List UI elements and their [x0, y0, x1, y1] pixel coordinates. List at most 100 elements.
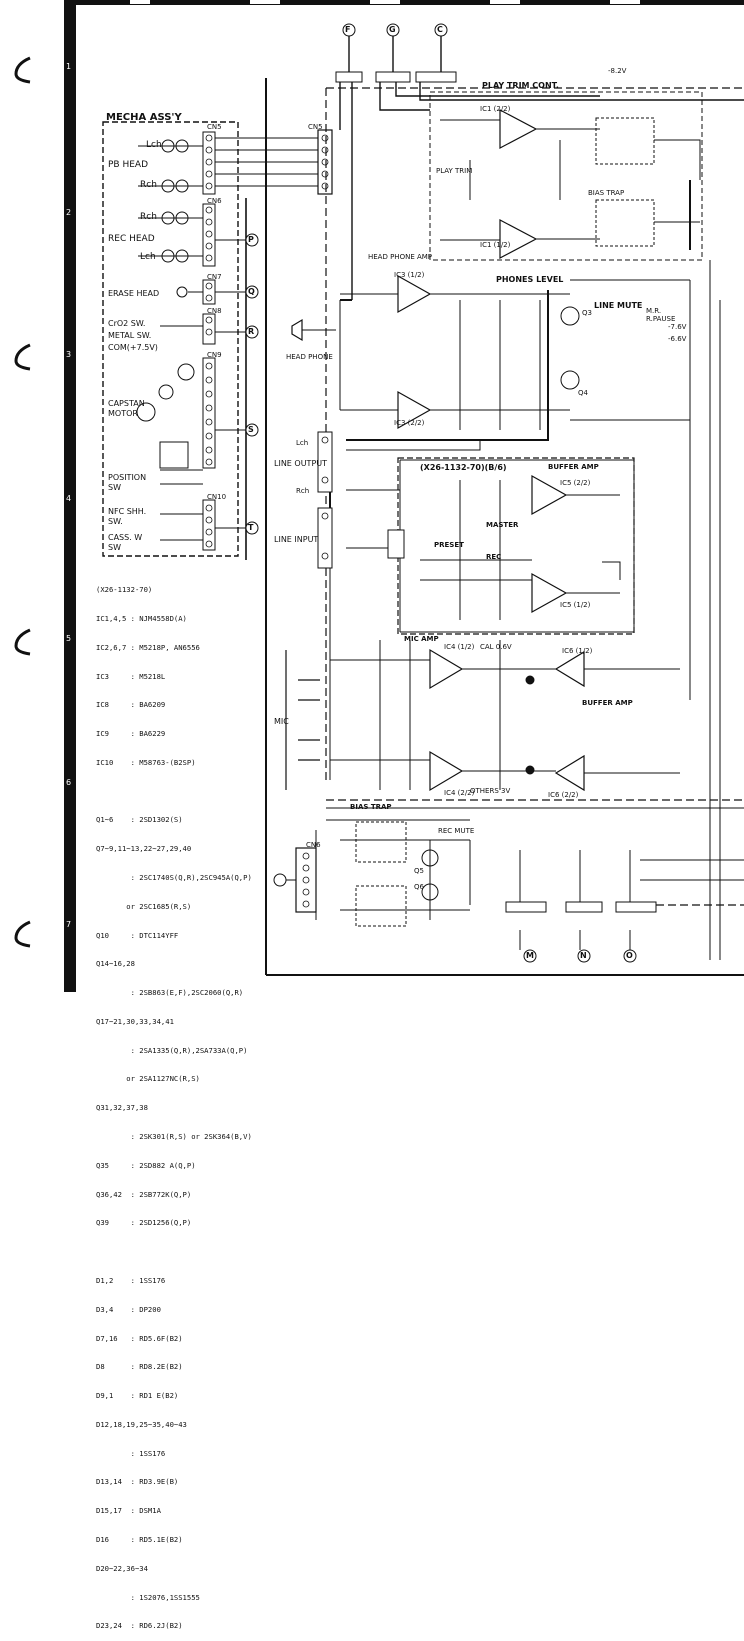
punch-marks: [14, 56, 31, 948]
label-voltage-2: -7.6V: [668, 323, 687, 331]
label-line-mute: LINE MUTE: [594, 301, 643, 310]
label-ic3-top: IC3 (1/2): [394, 271, 425, 279]
label-preset: PRESET: [434, 541, 464, 549]
parts-line: : 1S2076,1SS1555: [96, 1592, 200, 1602]
mecha-pb-head: PB HEAD: [108, 160, 149, 170]
parts-line: IC2,6,7 : M5218P, AN6556: [96, 642, 200, 652]
row-num-4: 4: [66, 494, 72, 503]
side-pin-q: Q: [248, 287, 255, 296]
parts-line: : 1SS176: [96, 1448, 166, 1458]
connector-cn8: CN8: [207, 307, 222, 315]
label-mic: MIC: [274, 717, 289, 726]
label-ic1-bot: IC1 (1/2): [480, 241, 511, 249]
parts-line: Q39 : 2SD1256(Q,P): [96, 1218, 192, 1228]
parts-line: Q14~16,28: [96, 959, 135, 969]
label-ic5-bot: IC5 (1/2): [560, 601, 591, 609]
label-bias-trap-2: BIAS TRAP: [350, 803, 392, 811]
parts-list: (X26-1132-70) IC1,4,5 : NJM4558D(A) IC2,…: [96, 566, 252, 1641]
mecha-rch: Rch: [140, 180, 157, 190]
parts-line: Q7~9,11~13,22~27,29,40: [96, 844, 192, 854]
label-rec-mute: REC MUTE: [438, 827, 475, 835]
top-ruler-marks: [130, 0, 640, 4]
left-border-bar: [64, 0, 76, 992]
parts-line: IC10 : M58763-(B2SP): [96, 757, 196, 767]
label-rec: REC: [486, 553, 502, 561]
mecha-sw: SW: [108, 483, 121, 492]
side-pin-s: S: [248, 425, 254, 434]
label-ic6-top: IC6 (1/2): [562, 647, 593, 655]
label-line-output: LINE OUTPUT: [274, 459, 328, 468]
connector-cn6: CN6: [207, 197, 222, 205]
row-num-1: 1: [66, 62, 72, 71]
label-ic5-top: IC5 (2/2): [560, 479, 591, 487]
parts-line: D8 : RD8.2E(B2): [96, 1362, 183, 1372]
parts-line: Q36,42 : 2SB772K(Q,P): [96, 1189, 192, 1199]
top-pin-g: G: [389, 25, 396, 34]
bottom-pin-o: O: [626, 951, 633, 960]
connector-cn7: CN7: [207, 273, 222, 281]
label-buffer-amp: BUFFER AMP: [548, 463, 599, 471]
play-trim-box: [429, 91, 703, 261]
mecha-lch-rec: Lch: [140, 252, 156, 262]
connector-cn5-left: CN5: [207, 123, 222, 131]
parts-line: : 2SC1740S(Q,R),2SC945A(Q,P): [96, 873, 252, 882]
mecha-cro2: CrO2 SW.: [108, 319, 146, 328]
mecha-nfc: NFC SHH.: [108, 507, 147, 516]
parts-line: (X26-1132-70): [96, 585, 153, 595]
connector-cn5-right: CN5: [308, 123, 323, 131]
bottom-pin-m: M: [526, 951, 534, 960]
label-q5: Q5: [414, 867, 424, 875]
mecha-rch-rec: Rch: [140, 212, 157, 222]
side-pin-circles: [245, 233, 287, 887]
mecha-position: POSITION: [108, 473, 147, 482]
parts-line: IC9 : BA6229: [96, 729, 166, 739]
parts-line: D13,14 : RD3.9E(B): [96, 1477, 179, 1487]
mecha-box: [102, 121, 239, 557]
label-play-trim-box: PLAY TRIM: [436, 167, 473, 175]
mecha-com: COM(+7.5V): [108, 343, 158, 352]
parts-line: [96, 1247, 252, 1257]
row-num-6: 6: [66, 778, 72, 787]
parts-line: Q35 : 2SD882 A(Q,P): [96, 1160, 196, 1170]
parts-line: D1,2 : 1SS176: [96, 1275, 166, 1285]
row-num-3: 3: [66, 350, 72, 359]
label-others: OTHERS 3V: [470, 787, 511, 795]
label-ic1-top: IC1 (2/2): [480, 105, 511, 113]
mecha-capstan: CAPSTAN: [108, 399, 145, 408]
label-bias-trap: BIAS TRAP: [588, 189, 625, 197]
label-rch-out: Rch: [296, 487, 310, 495]
row-num-7: 7: [66, 920, 72, 929]
label-head-phone-amp: HEAD PHONE AMP: [368, 253, 433, 261]
label-q6: Q6: [414, 883, 424, 891]
parts-line: D12,18,19,25~35,40~43: [96, 1419, 187, 1429]
parts-line: Q10 : DTC114YFF: [96, 930, 179, 940]
mecha-connectors: [202, 131, 216, 551]
mecha-motor: MOTOR: [108, 409, 138, 418]
label-cal: CAL 0.6V: [480, 643, 512, 651]
mecha-title: MECHA ASS'Y: [106, 112, 182, 123]
label-ic4-bot: IC4 (2/2): [444, 789, 475, 797]
top-wires: [339, 36, 744, 300]
side-pin-p: P: [248, 235, 254, 244]
mecha-cass: CASS. W: [108, 533, 143, 542]
mecha-metal: METAL SW.: [108, 331, 152, 340]
top-border-bar: [76, 0, 744, 5]
label-head-phone: HEAD PHONE: [286, 353, 333, 361]
mecha-sw2: SW.: [108, 517, 123, 526]
mecha-erase: ERASE HEAD: [108, 289, 160, 298]
side-pin-r: R: [248, 327, 255, 336]
parts-line: D20~22,36~34: [96, 1563, 148, 1573]
parts-line: Q1~6 : 2SD1302(S): [96, 815, 183, 825]
mecha-wires: [215, 137, 320, 560]
row-num-2: 2: [66, 208, 72, 217]
connector-cn6-bottom: CN6: [306, 841, 321, 849]
bottom-pin-n: N: [580, 951, 587, 960]
op-amps: [397, 109, 585, 792]
mecha-sw3: SW: [108, 543, 121, 552]
label-x26: (X26-1132-70)(B/6): [420, 463, 507, 472]
label-phones-level: PHONES LEVEL: [496, 275, 564, 284]
label-voltage-1: -8.2V: [608, 67, 627, 75]
parts-line: D15,17 : DSM1A: [96, 1506, 161, 1516]
traces: [315, 119, 744, 960]
parts-line: or 2SC1685(R,S): [96, 901, 192, 911]
